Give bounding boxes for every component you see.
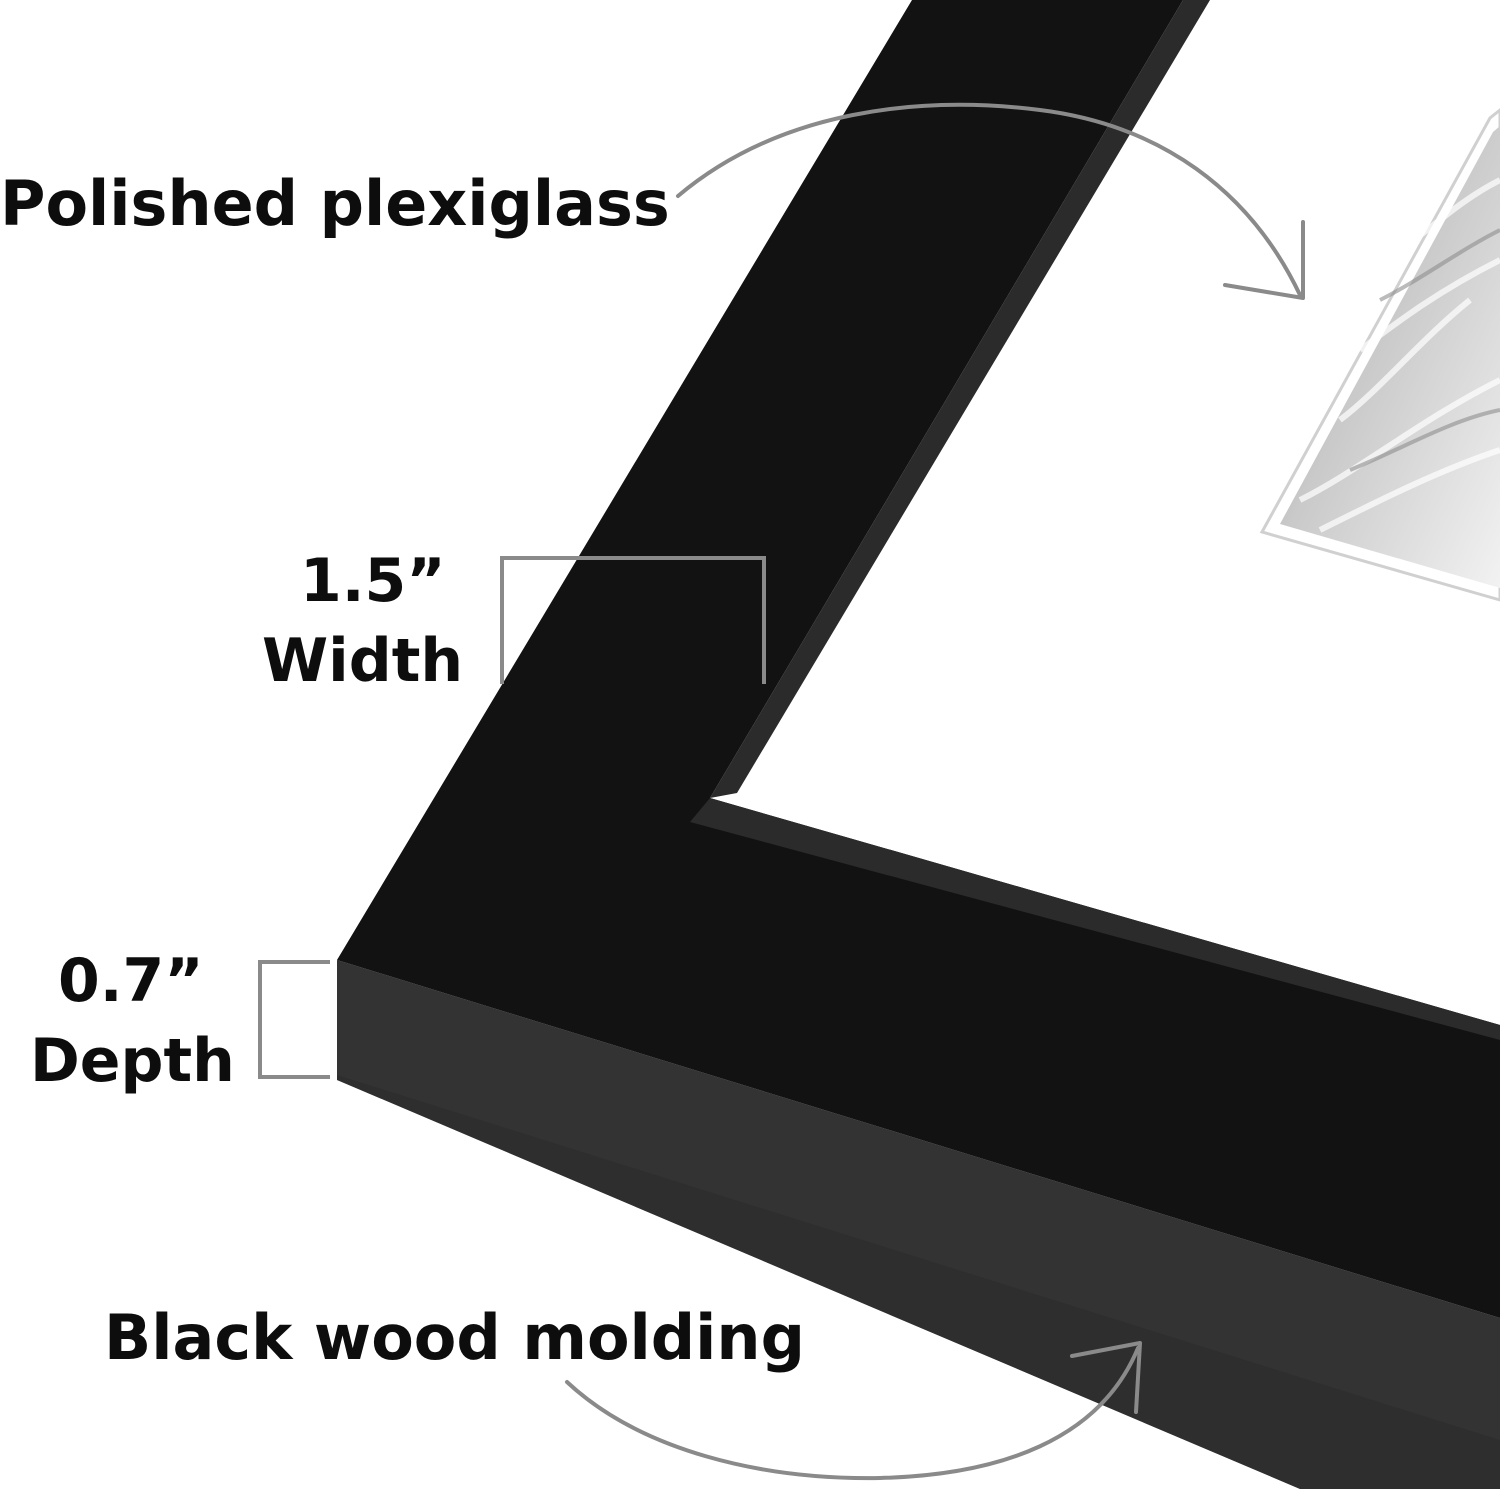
photo-print bbox=[1259, 108, 1500, 602]
depth-value-callout: 0.7” bbox=[58, 946, 204, 1016]
bracket-icon bbox=[258, 960, 330, 1079]
curved-arrow-icon bbox=[565, 1341, 1142, 1481]
depth-label-callout: Depth bbox=[30, 1026, 235, 1096]
bracket-icon bbox=[500, 556, 766, 684]
curved-arrow-icon bbox=[676, 102, 1305, 300]
frame-face bbox=[337, 0, 1500, 1318]
molding-callout: Black wood molding bbox=[104, 1301, 805, 1374]
width-label-callout: Width bbox=[262, 626, 464, 696]
plexiglass-callout: Polished plexiglass bbox=[0, 167, 670, 240]
frame-inner-bevel bbox=[710, 0, 1210, 798]
width-value-callout: 1.5” bbox=[300, 546, 446, 616]
